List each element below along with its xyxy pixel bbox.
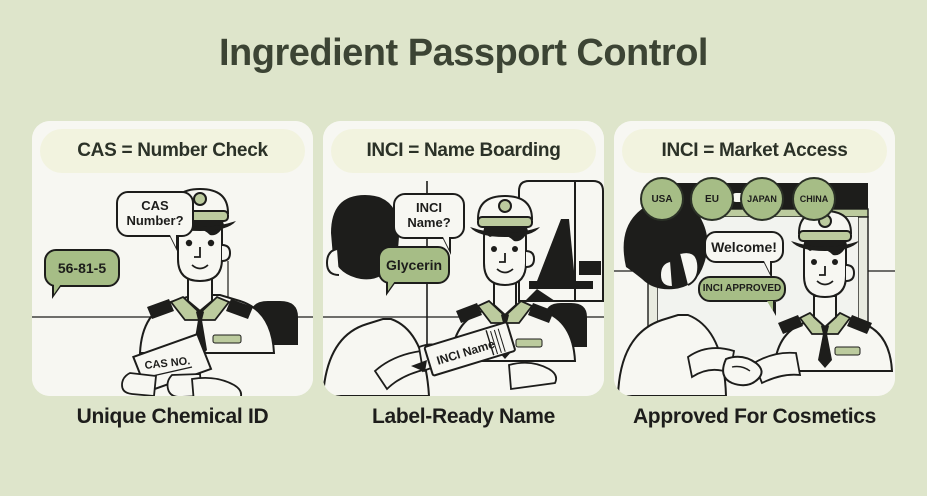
market-badge-usa: USA <box>640 177 684 221</box>
inci-name-illustration: INCI Name <box>323 121 604 396</box>
caption-label-ready-name: Label-Ready Name <box>371 405 556 428</box>
panel-header-market-access-text: INCI = Market Access <box>661 140 848 161</box>
market-badge-china-text: CHINA <box>799 194 829 204</box>
document-label-text: CAS NO. <box>144 355 191 372</box>
market-badge-eu: EU <box>690 177 734 221</box>
cas-answer-badge: 56-81-5 <box>44 249 120 299</box>
panel-cas-number-check: CAS NO. CAS Number? <box>32 121 313 396</box>
scene-inci-name: INCI Name INCI Name? <box>323 121 604 396</box>
bubble-tail-inner-icon <box>764 261 770 273</box>
cas-question-text: CAS Number? <box>126 198 184 228</box>
panel-header-market-access: INCI = Market Access <box>622 129 887 173</box>
badge-tail-inner-icon <box>388 281 395 291</box>
panel-header-cas-text: CAS = Number Check <box>77 140 268 161</box>
panel-header-cas: CAS = Number Check <box>40 129 305 173</box>
caption-unique-chemical-id: Unique Chemical ID <box>76 405 269 428</box>
page-title: Ingredient Passport Control <box>219 32 708 74</box>
inci-approved-text: INCI APPROVED <box>702 283 782 295</box>
inci-question-bubble: INCI Name? <box>393 193 465 255</box>
bubble-tail-inner-icon <box>170 235 176 247</box>
inci-answer-text: Glycerin <box>385 256 443 273</box>
bubble-tail-inner-icon <box>443 237 449 249</box>
market-badge-china: CHINA <box>792 177 836 221</box>
badge-tail-inner-icon <box>54 284 61 294</box>
market-badge-usa-text: USA <box>651 193 673 205</box>
market-badge-japan: JAPAN <box>740 177 784 221</box>
cas-answer-text: 56-81-5 <box>57 259 107 276</box>
badge-tail-inner-icon <box>767 301 773 311</box>
market-badge-japan-text: JAPAN <box>747 194 777 204</box>
welcome-bubble: Welcome! <box>704 231 784 279</box>
market-badge-eu-text: EU <box>705 193 719 205</box>
panel-row: CAS NO. CAS Number? <box>32 121 895 396</box>
welcome-bubble-text: Welcome! <box>711 238 777 255</box>
inci-approved-badge: INCI APPROVED <box>698 276 786 316</box>
panel-header-inci-name-text: INCI = Name Boarding <box>366 140 561 161</box>
caption-row: Unique Chemical ID Label-Ready Name Appr… <box>32 405 895 429</box>
cas-question-bubble: CAS Number? <box>116 191 194 253</box>
panel-inci-name-boarding: INCI Name INCI Name? <box>323 121 604 396</box>
inci-question-text: INCI Name? <box>407 200 451 230</box>
inci-answer-badge: Glycerin <box>378 246 450 296</box>
panel-header-inci-name: INCI = Name Boarding <box>331 129 596 173</box>
caption-approved-for-cosmetics: Approved For Cosmetics <box>632 405 877 428</box>
panel-inci-market-access: USA EU JAPAN CHINA Welcome! INCI APP <box>614 121 895 396</box>
